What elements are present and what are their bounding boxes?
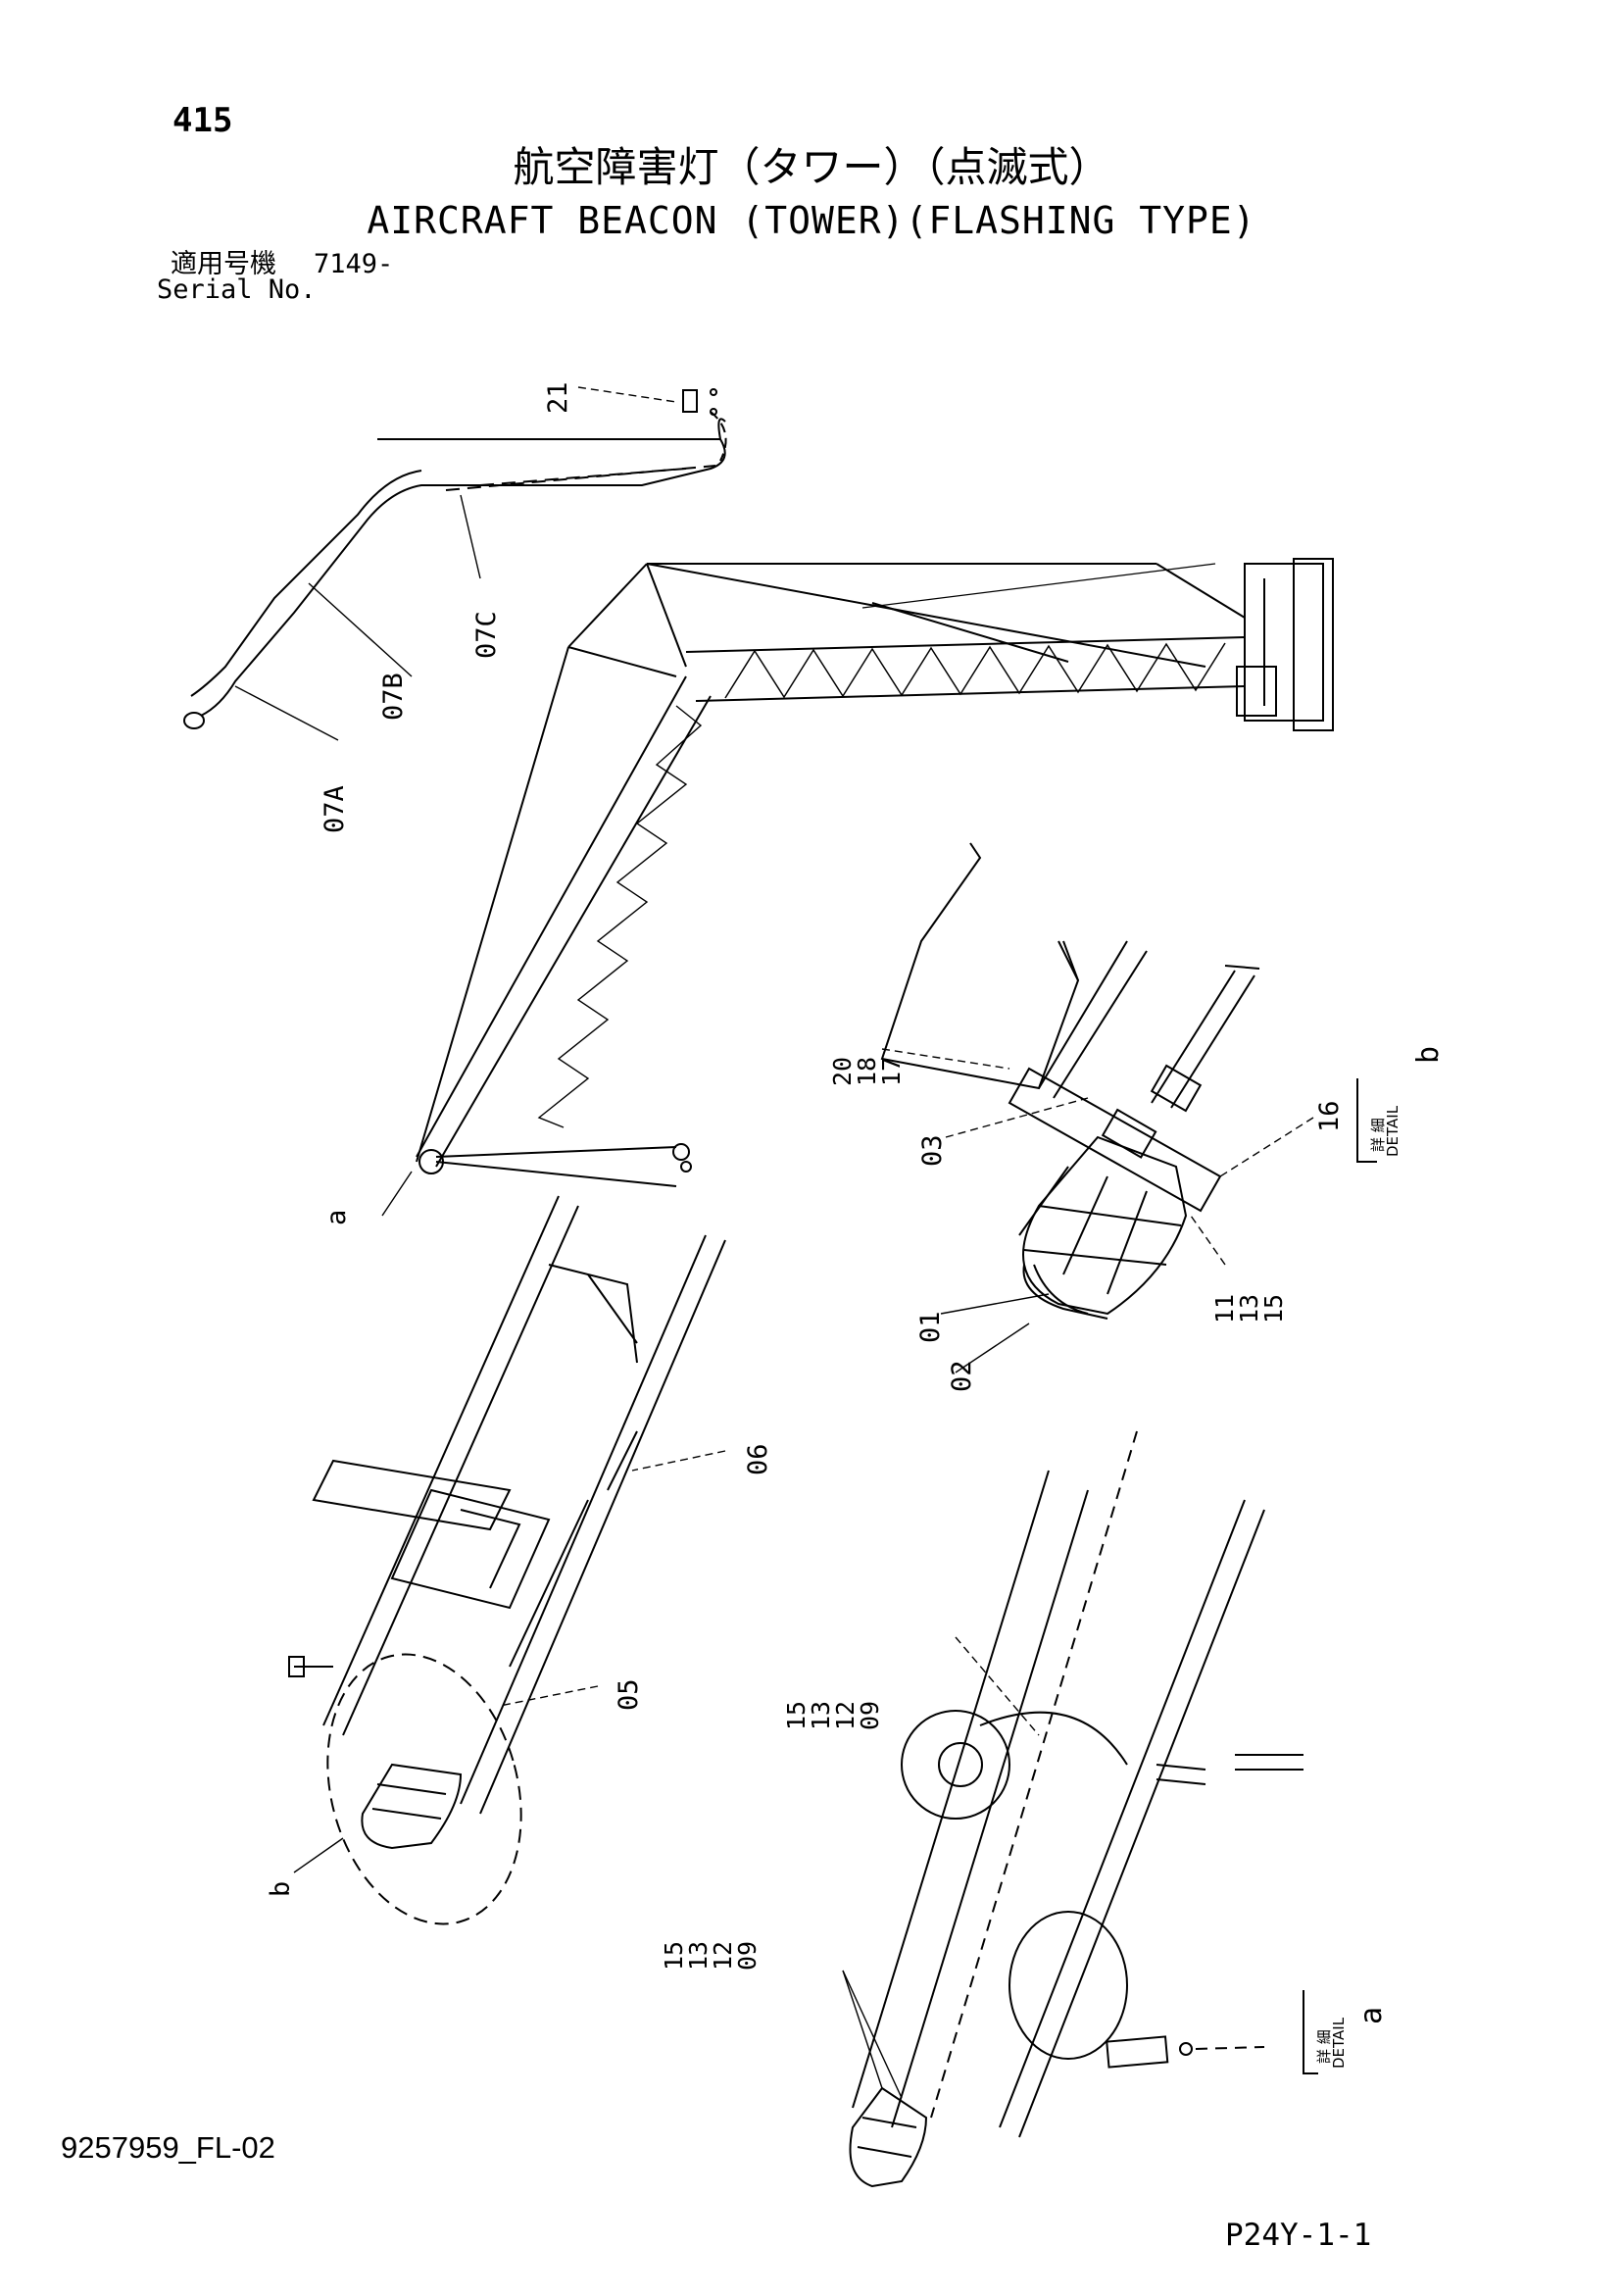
callout-16: 16 — [1314, 1100, 1345, 1132]
callout-07b: 07B — [378, 673, 409, 721]
detail-a-frame — [1303, 1990, 1318, 2074]
callout-15-13-12-09-top: 15 13 12 09 — [782, 1700, 884, 1730]
callout-11-13-15: 11 13 15 — [1210, 1293, 1288, 1323]
callout-02: 02 — [947, 1360, 977, 1392]
callout-20-18-17: 20 18 17 — [828, 1056, 906, 1086]
callout-05: 05 — [614, 1678, 644, 1711]
serial-label-english: Serial No. — [157, 275, 317, 305]
page-reference: P24Y-1-1 — [1225, 2218, 1372, 2253]
callout-07a: 07A — [320, 785, 350, 833]
callout-21: 21 — [543, 381, 573, 414]
detail-a-letter: a — [1354, 2006, 1389, 2024]
document-code: 9257959_FL-02 — [61, 2130, 275, 2165]
callout-03: 03 — [917, 1134, 948, 1167]
callout-a-overview: a — [321, 1210, 352, 1225]
detail-a-en-label: DETAIL — [1330, 2017, 1348, 2069]
callout-b-detail: b — [266, 1881, 296, 1897]
title-english: AIRCRAFT BEACON (TOWER)(FLASHING TYPE) — [367, 199, 1256, 242]
detail-b-drawing — [880, 842, 1260, 1320]
page-number: 415 — [172, 101, 233, 140]
crane-overview-drawing — [416, 558, 1334, 1187]
callout-labels: 21 07C 07B 07A a 03 16 01 02 06 05 b — [266, 381, 1345, 1897]
cable-schematic — [183, 388, 727, 729]
detail-b-en-label: DETAIL — [1384, 1105, 1402, 1157]
detail-a-top-drawing — [288, 1195, 726, 1925]
detail-b-letter: b — [1411, 1045, 1446, 1064]
detail-a-bottom-drawing — [849, 1430, 1303, 2188]
callout-06: 06 — [743, 1443, 773, 1475]
detail-b-frame — [1356, 1078, 1377, 1163]
callout-01: 01 — [915, 1311, 946, 1343]
serial-value: 7149- — [314, 249, 394, 279]
callout-07c: 07C — [471, 611, 502, 659]
title-japanese: 航空障害灯（タワー）（点滅式） — [513, 143, 1110, 191]
detail-frames — [1303, 1078, 1377, 2074]
serial-label-japanese: 適用号機 — [171, 249, 276, 279]
callout-15-13-12-09-bottom: 15 13 12 09 — [660, 1940, 762, 1971]
leader-lines — [234, 386, 1314, 2099]
